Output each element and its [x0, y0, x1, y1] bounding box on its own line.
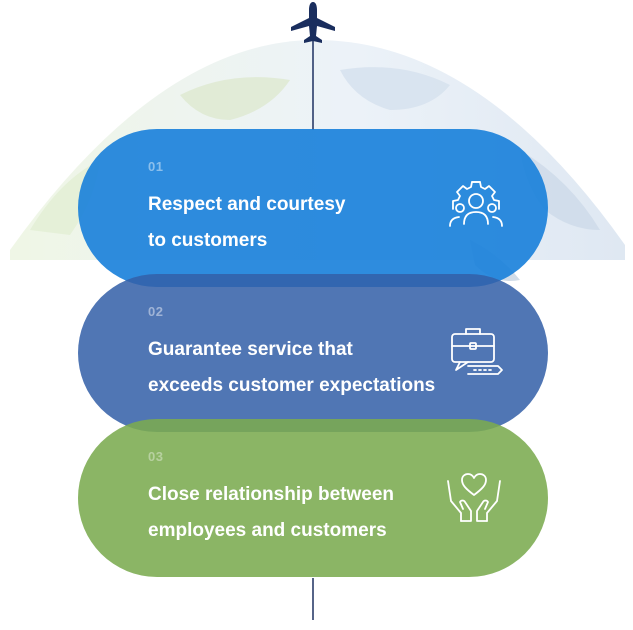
card-text-line1: Guarantee service that: [148, 339, 353, 360]
card-number: 03: [148, 449, 164, 464]
value-card-3: 03 Close relationship between employees …: [78, 419, 548, 577]
gear-people-icon: [449, 181, 503, 227]
card-text-line1: Respect and courtesy: [148, 194, 346, 215]
card-text: Respect and courtesy to customers: [148, 187, 345, 259]
value-card-2: 02 Guarantee service that exceeds custom…: [78, 274, 548, 432]
card-number: 02: [148, 304, 164, 319]
card-text-line2: employees and customers: [148, 520, 387, 541]
card-text-line1: Close relationship between: [148, 484, 394, 505]
card-text-line2: to customers: [148, 230, 268, 251]
card-number: 01: [148, 159, 164, 174]
hands-heart-icon: [447, 473, 501, 522]
value-card-1: 01 Respect and courtesy to customers: [78, 129, 548, 287]
card-text-line2: exceeds customer expectations: [148, 375, 436, 396]
card-text: Guarantee service that exceeds customer …: [148, 332, 435, 404]
briefcase-chat-icon: [451, 328, 503, 375]
card-text: Close relationship between employees and…: [148, 477, 394, 549]
